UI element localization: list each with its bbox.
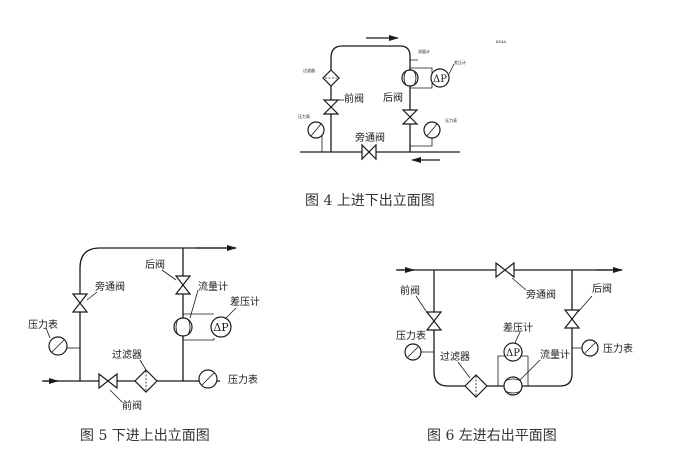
figure-4: 过滤器 前阀 压力表 旁通阀 流量计 ΔP: [298, 35, 506, 209]
fig5-caption: 图 5 下进上出立面图: [80, 428, 210, 444]
fig5-back-valve-lead: [161, 269, 177, 281]
fig5-filter-lead: [139, 359, 147, 371]
fig5-diffp-symbol: ΔP: [213, 321, 229, 334]
fig6-bypass-lead: [511, 277, 527, 291]
fig4-gauge-left-icon: [307, 121, 325, 139]
fig6-front-valve-icon: [425, 311, 443, 331]
fig6-gauge-left-label: 压力表: [396, 329, 426, 342]
fig5-gauge-left-lead: [45, 327, 51, 339]
fig6-filter-icon: [464, 374, 488, 398]
fig4-gauge-right-icon: [423, 121, 441, 139]
fig5-gauge-left-label: 压力表: [28, 318, 58, 331]
fig5-back-valve-icon: [174, 275, 192, 295]
fig5-diffp-lead: [225, 307, 237, 319]
fig4-diffp-symbol: ΔP: [433, 74, 447, 85]
fig5-front-valve-icon: [98, 372, 118, 390]
fig5-diffp-taps: [183, 313, 215, 341]
fig5-front-valve-label: 前阀: [122, 399, 142, 412]
fig5-filter-icon: [134, 369, 158, 393]
fig4-flowmeter-lead: [409, 59, 418, 70]
fig4-bypass-valve-icon: [361, 143, 377, 161]
fig6-bypass-valve-icon: [495, 261, 515, 279]
fig4-filter-icon: [322, 69, 340, 87]
fig6-flowmeter-lead: [519, 359, 541, 381]
fig6-filter-label: 过滤器: [440, 350, 470, 363]
fig5-back-valve-label: 后阀: [145, 258, 165, 271]
fig5-flowmeter-lead: [189, 289, 199, 319]
fig5-bypass-label: 旁通阀: [95, 280, 125, 293]
fig4-front-valve-icon: [322, 99, 344, 115]
fig4-flowmeter-icon: [401, 69, 419, 87]
fig6-bypass-label: 旁通阀: [526, 288, 556, 301]
fig4-back-valve-icon: [401, 109, 419, 125]
fig6-gauge-right-label: 压力表: [603, 342, 633, 355]
fig4-gauge-right-label: 压力表: [445, 117, 457, 123]
fig5-diffp-icon: [210, 316, 232, 338]
fig5-flowmeter-icon: [173, 317, 193, 337]
fig6-gauge-right-icon: [581, 339, 599, 357]
fig6-flowmeter-icon: [503, 376, 523, 396]
fig6-diffp-icon: [503, 342, 523, 362]
fig6-diffp-lead: [514, 331, 521, 344]
fig5-bypass-loop: [79, 247, 236, 381]
fig4-front-valve-label: 前阀: [344, 92, 364, 105]
fig6-caption: 图 6 左进右出平面图: [427, 428, 557, 444]
fig6-back-valve-icon: [563, 309, 581, 329]
fig4-diffp-icon: [430, 68, 450, 88]
fig5-bypass-valve-icon: [71, 293, 89, 313]
fig4-bypass-label: 旁通阀: [355, 131, 385, 144]
fig4-diffp-lead: [448, 63, 455, 75]
fig6-front-valve-label: 前阀: [400, 284, 420, 297]
fig4-loop-pipe: [330, 45, 411, 152]
fig6-filter-lead: [457, 361, 471, 379]
fig4-gauge-left-label: 压力表: [298, 113, 310, 119]
fig6-front-valve-lead: [415, 295, 429, 315]
fig6-back-valve-label: 后阀: [592, 282, 612, 295]
fig5-diffp-label: 差压计: [230, 295, 260, 308]
fig5-gauge-right-label: 压力表: [228, 373, 258, 386]
fig6-diffp-symbol: ΔP: [506, 348, 520, 359]
fig5-flowmeter-label: 流量计: [198, 280, 228, 293]
fig5-filter-label: 过滤器: [112, 348, 142, 361]
fig6-flowmeter-label: 流量计: [540, 348, 570, 361]
fig6-diffp-label: 差压计: [503, 321, 533, 334]
fig6-gauge-left-icon: [404, 343, 422, 361]
fig4-back-valve-label: 后阀: [383, 91, 403, 104]
fig4-gauge-right-tap: [410, 136, 433, 147]
fig4-diffp-label: 差压计: [454, 59, 466, 65]
fig5-gauge-right-icon: [198, 369, 218, 389]
fig6-back-valve-lead: [577, 295, 593, 313]
fig4-filter-label: 过滤器: [303, 67, 315, 73]
fig5-front-valve-lead: [109, 389, 123, 403]
figure-6: 旁通阀 前阀 后阀 压力表 过滤器 流: [396, 261, 633, 444]
fig4-code-label: KMA: [496, 39, 506, 44]
fig4-caption: 图 4 上进下出立面图: [305, 193, 435, 209]
figure-5: 旁通阀 后阀 流量计 ΔP 差压计 压力表: [28, 245, 260, 444]
fig5-bypass-lead: [86, 291, 98, 301]
fig5-gauge-left-icon: [48, 336, 68, 356]
fig4-flowmeter-label: 流量计: [418, 48, 430, 54]
